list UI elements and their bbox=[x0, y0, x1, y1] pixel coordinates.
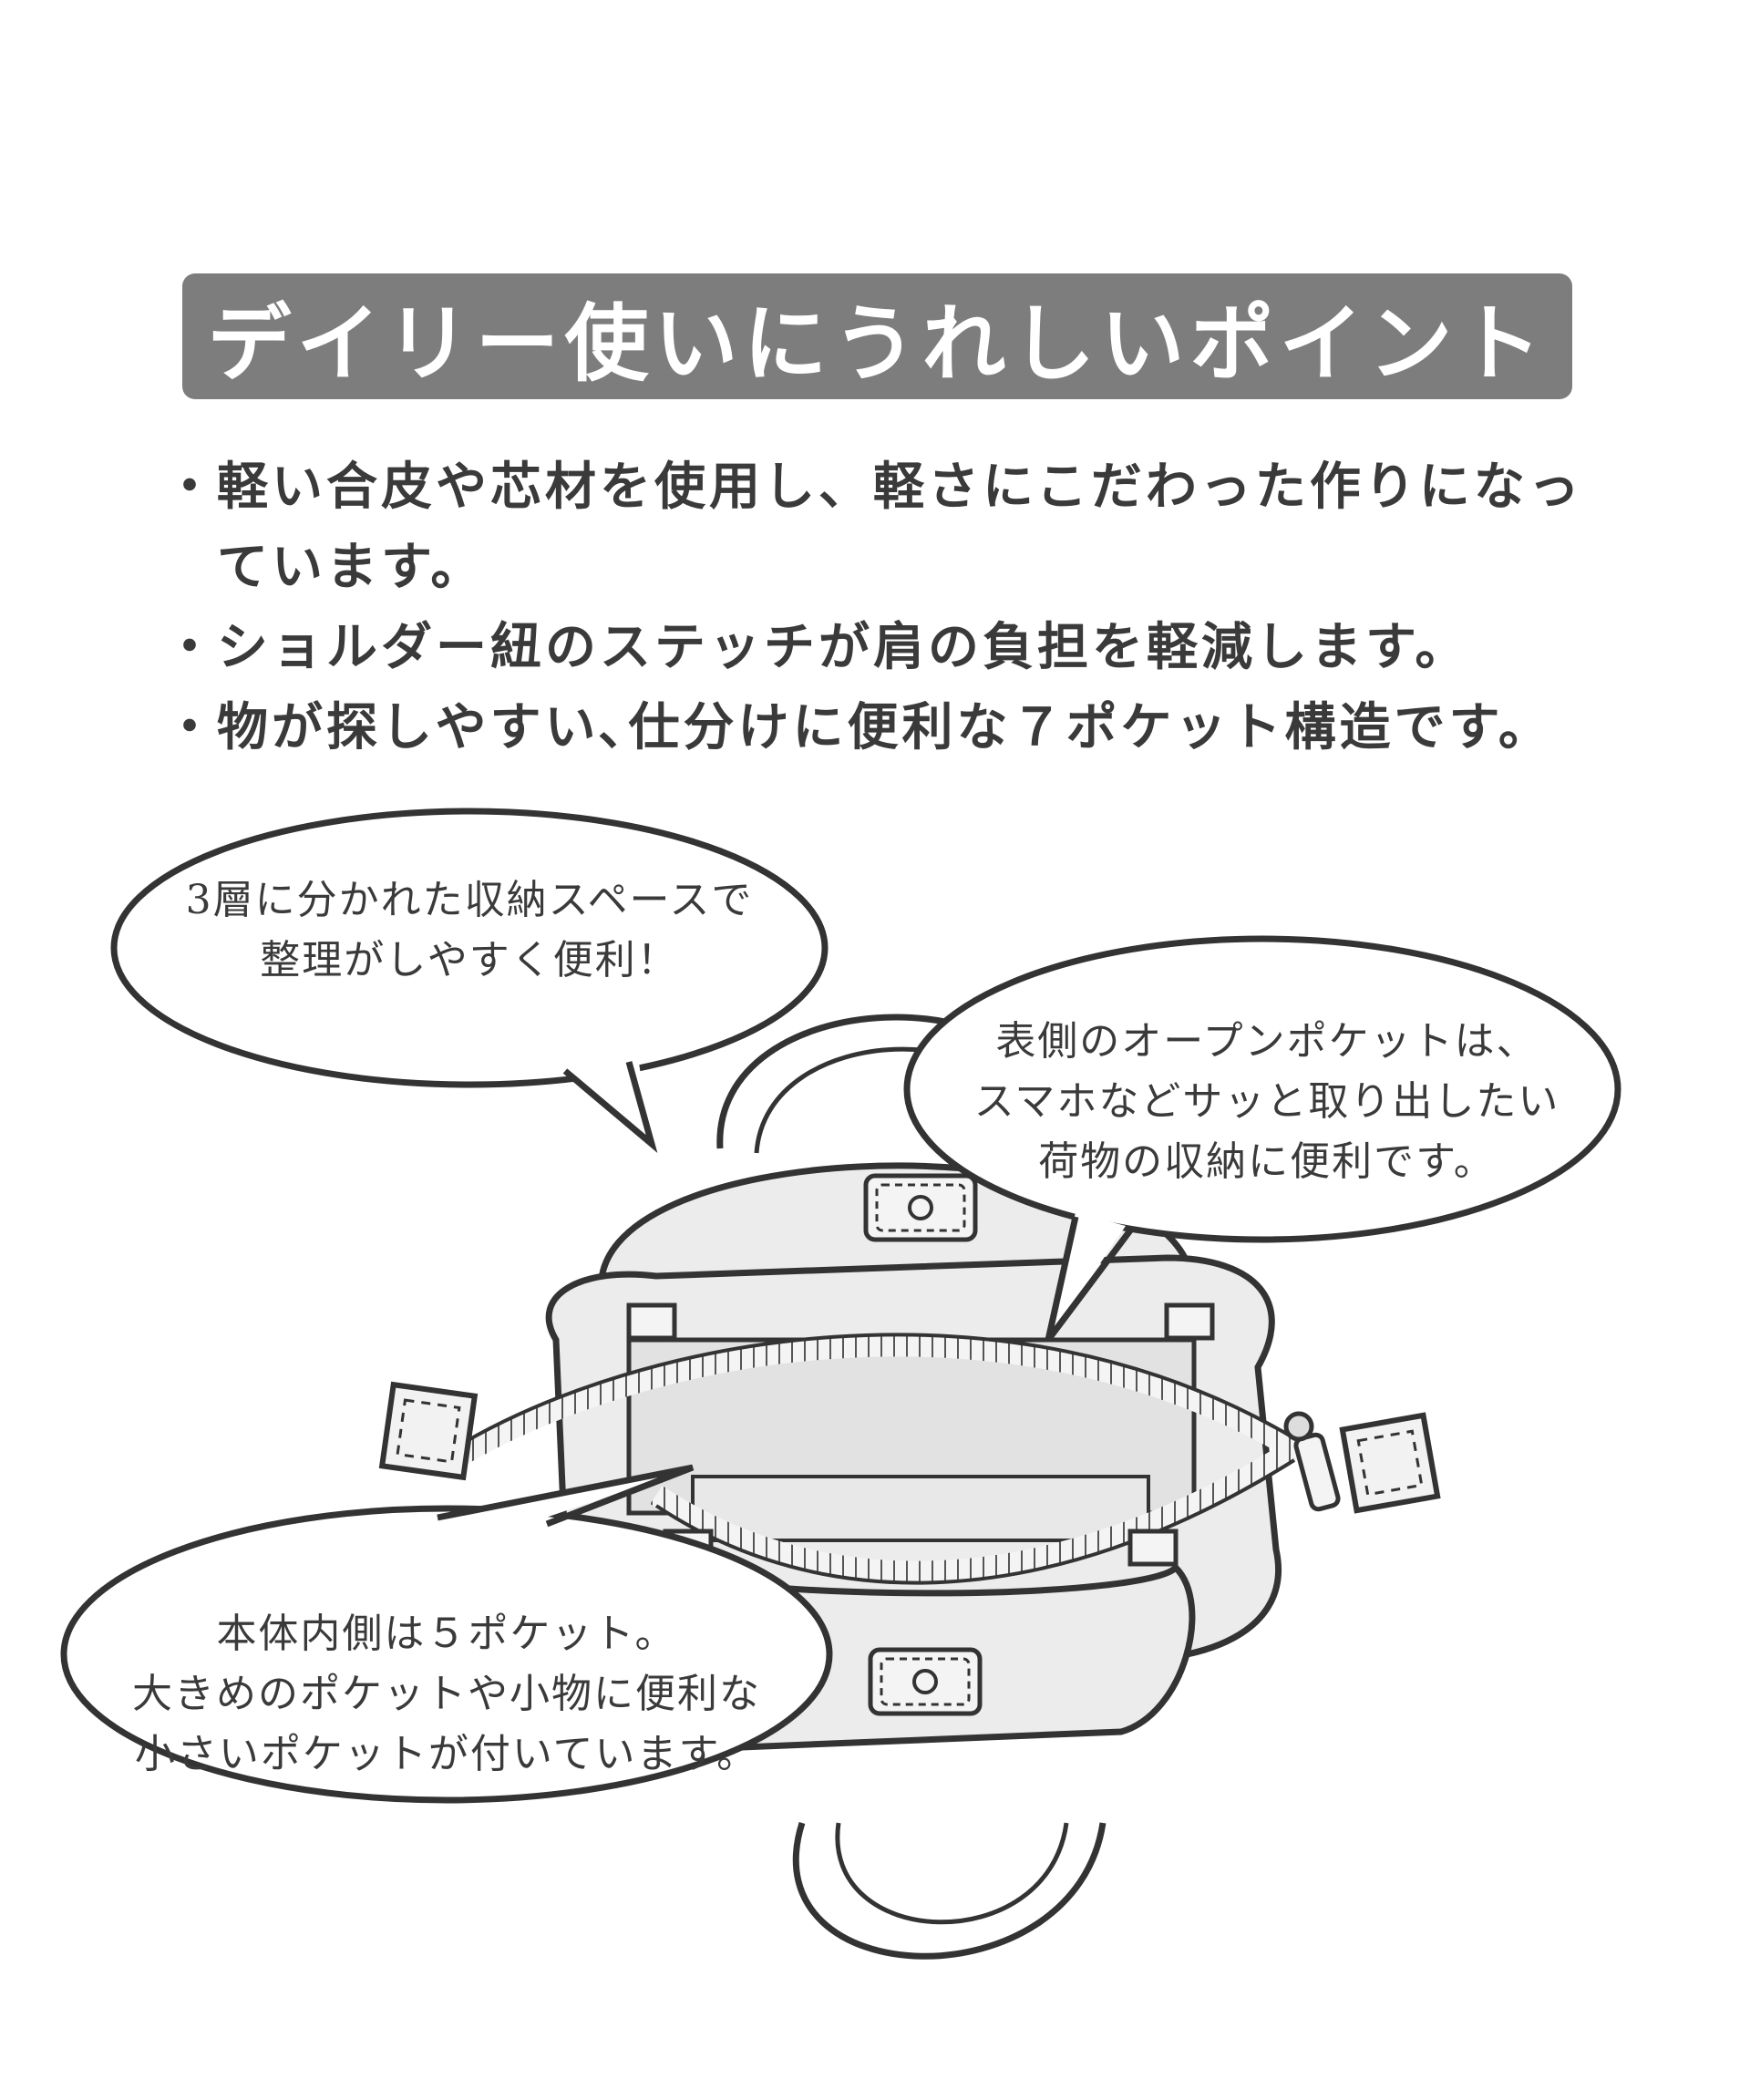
page-title: デイリー使いにうれしいポイント bbox=[207, 293, 1548, 393]
zipper-bottom bbox=[650, 1439, 1301, 1583]
feature-list: 軽い合皮や芯材を使用し、軽さにこだわった作りになっています。 ショルダー紐のステ… bbox=[164, 447, 1622, 767]
zipper-top bbox=[449, 1334, 1301, 1468]
zipper-top-edge bbox=[454, 1333, 1296, 1449]
feature-point-1: 軽い合皮や芯材を使用し、軽さにこだわった作りになっています。 bbox=[164, 447, 1622, 607]
bottom-handle bbox=[792, 1821, 1107, 1960]
snap-patch-bottom bbox=[868, 1647, 983, 1716]
callout-line: 表側のオープンポケットは、 bbox=[995, 1018, 1539, 1065]
callout-line: 整理がしやすく便利！ bbox=[260, 937, 679, 983]
callout-line: 本体内側は５ポケット。 bbox=[216, 1611, 677, 1657]
callout-layers-text: 3層に分かれた収納スペースで 整理がしやすく便利！ bbox=[150, 870, 788, 991]
zipper-tab-left bbox=[378, 1381, 479, 1481]
strap-loop bbox=[1164, 1302, 1215, 1341]
callout-line: 3層に分かれた収納スペースで bbox=[185, 877, 754, 923]
feature-point-2: ショルダー紐のステッチが肩の負担を軽減します。 bbox=[164, 607, 1622, 687]
callout-line: 大きめのポケットや小物に便利な bbox=[132, 1671, 761, 1717]
callout-inner-pockets-text: 本体内側は５ポケット。 大きめのポケットや小物に便利な 小さいポケットが付いてい… bbox=[100, 1604, 793, 1785]
strap-loop bbox=[1127, 1529, 1179, 1567]
callout-line: 小さいポケットが付いています。 bbox=[134, 1731, 759, 1777]
title-banner: デイリー使いにうれしいポイント bbox=[182, 273, 1572, 399]
callout-bubble-layers bbox=[110, 808, 829, 1153]
callout-line: スマホなどサッと取り出したい bbox=[973, 1078, 1560, 1125]
zipper-bottom-edge bbox=[654, 1458, 1296, 1585]
zipper-pull bbox=[1293, 1432, 1341, 1512]
callout-bubble-outer-pocket bbox=[903, 935, 1621, 1343]
feature-point-3: 物が探しやすい､仕分けに便利な７ポケット構造です。 bbox=[164, 687, 1622, 767]
callout-line: 荷物の収納に便利です。 bbox=[1038, 1138, 1496, 1185]
callout-bubble-inner-pockets bbox=[60, 1464, 833, 1804]
zipper-tab-right bbox=[1339, 1412, 1441, 1514]
strap-loop bbox=[626, 1302, 677, 1341]
callout-outer-pocket-text: 表側のオープンポケットは、 スマホなどサッと取り出したい 荷物の収納に便利です。 bbox=[939, 1012, 1595, 1192]
bottom-handle-inner bbox=[835, 1822, 1069, 1925]
snap-patch-top bbox=[863, 1173, 978, 1242]
inner-pocket bbox=[691, 1475, 1150, 1542]
